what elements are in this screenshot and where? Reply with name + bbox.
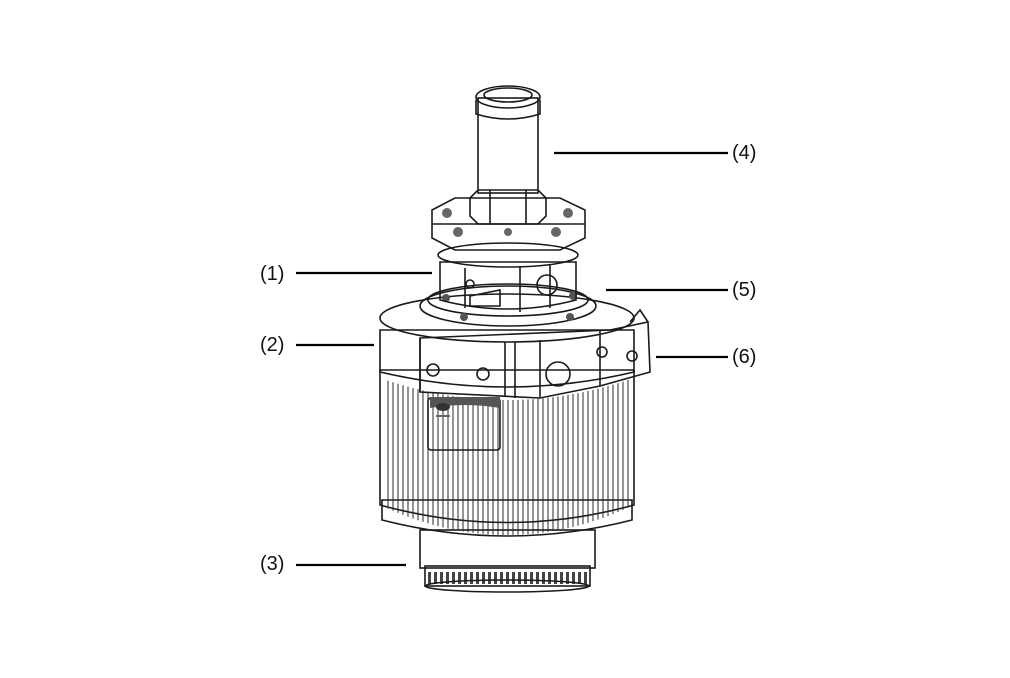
collar-tooth	[482, 572, 485, 584]
collar-tooth	[428, 572, 431, 584]
callout-4-label: (4)	[732, 142, 757, 164]
collar-tooth	[548, 572, 551, 584]
collar-tooth	[488, 572, 491, 584]
collar-tooth	[560, 572, 563, 584]
collar-tooth	[446, 572, 449, 584]
callout-2-label: (2)	[260, 334, 285, 356]
callout-3-label: (3)	[260, 553, 285, 575]
collar-tooth	[458, 572, 461, 584]
callout-5-label: (5)	[732, 279, 757, 301]
collar-tooth	[470, 572, 473, 584]
collar-tooth	[536, 572, 539, 584]
collar-tooth	[530, 572, 533, 584]
mounting-flange	[419, 283, 597, 327]
upper-plate	[431, 197, 586, 268]
bottom-collar	[419, 529, 596, 593]
terminal-box	[419, 308, 651, 399]
callout-1-label: (1)	[260, 263, 285, 285]
collar-tooth	[500, 572, 503, 584]
collar-tooth	[518, 572, 521, 584]
collar-tooth	[572, 572, 575, 584]
collar-tooth	[494, 572, 497, 584]
hose-barb	[475, 85, 541, 194]
collar-tooth	[506, 572, 509, 584]
collar-tooth	[440, 572, 443, 584]
lower-ring	[381, 499, 633, 537]
pump-head	[439, 261, 577, 312]
collar-tooth	[512, 572, 515, 584]
collar-tooth	[476, 572, 479, 584]
hex-nut	[469, 189, 547, 225]
collar-tooth	[584, 572, 587, 584]
collar-tooth	[554, 572, 557, 584]
collar-tooth	[578, 572, 581, 584]
collar-tooth	[524, 572, 527, 584]
collar-tooth	[542, 572, 545, 584]
callout-6-label: (6)	[732, 346, 757, 368]
collar-tooth	[434, 572, 437, 584]
collar-tooth	[566, 572, 569, 584]
collar-tooth	[452, 572, 455, 584]
collar-tooth	[464, 572, 467, 584]
motor-body	[379, 369, 635, 535]
